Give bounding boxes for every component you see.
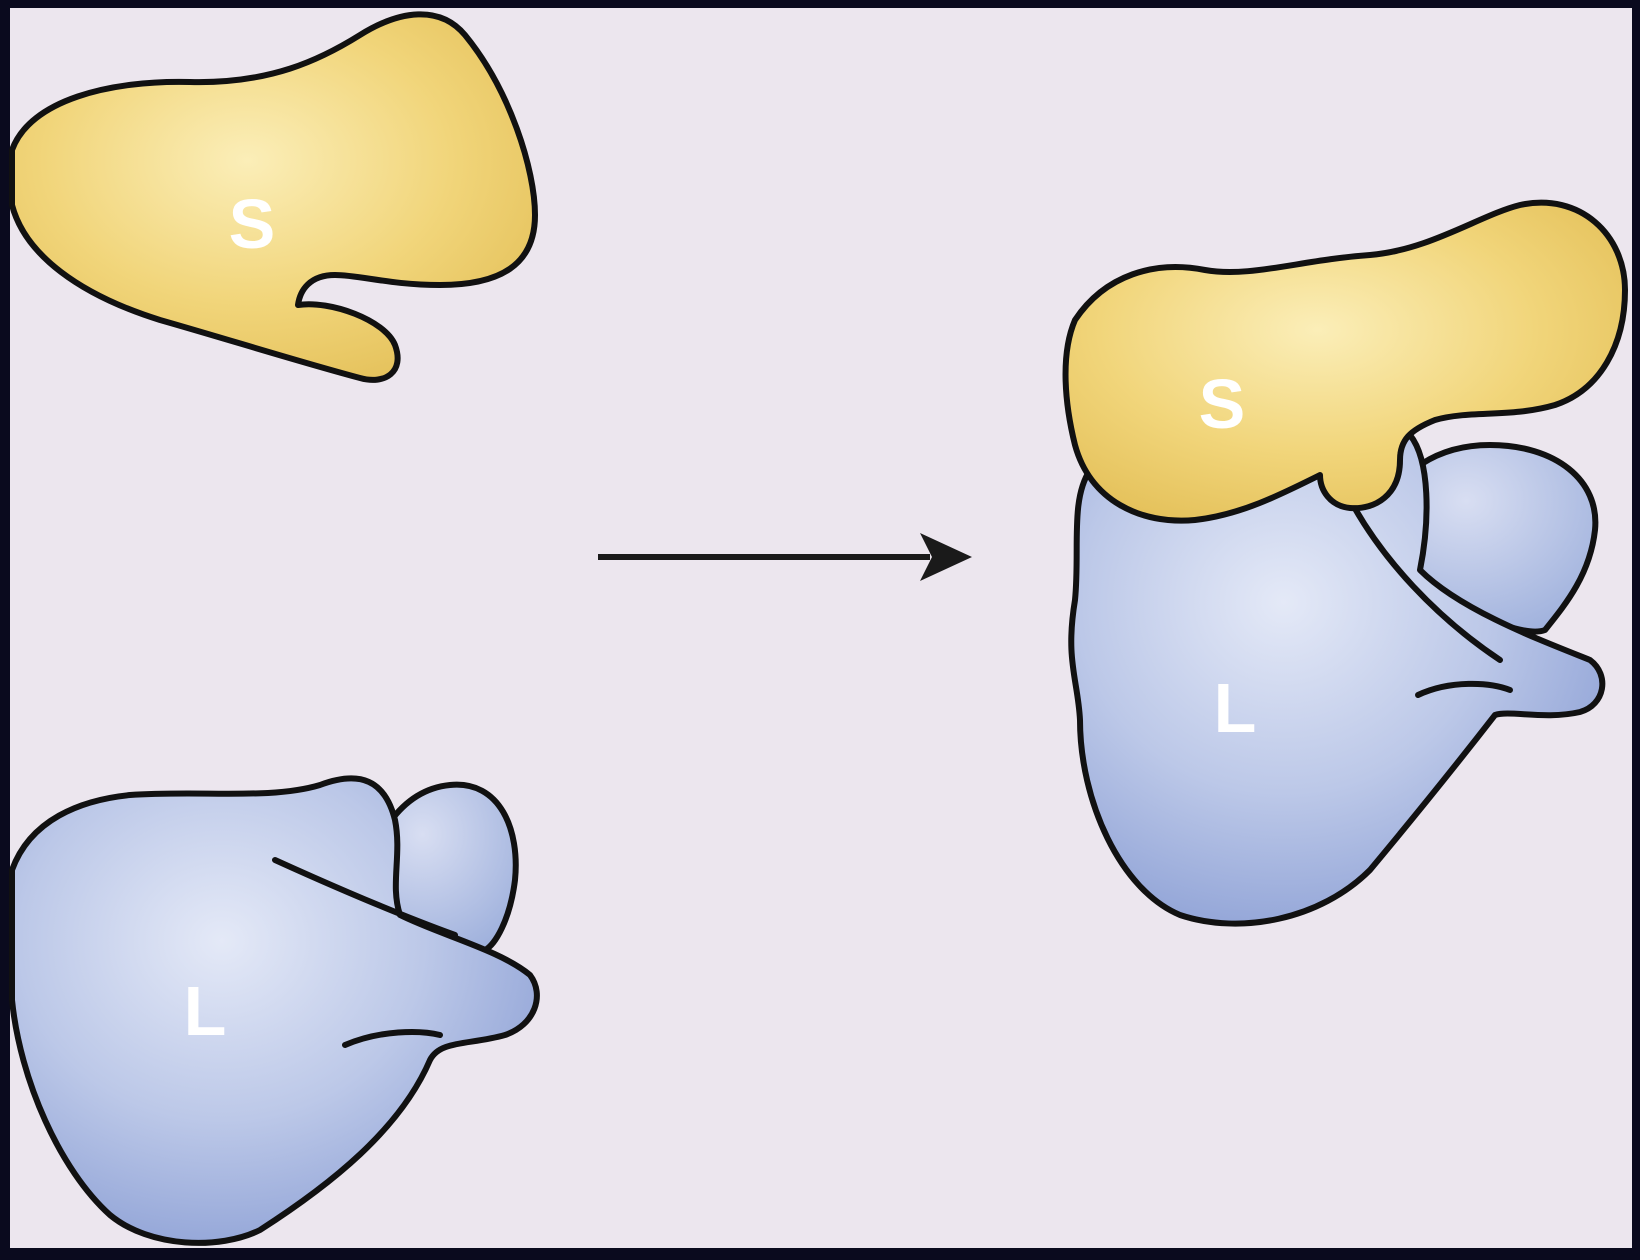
- assembled-large-subunit-label: L: [1214, 669, 1257, 747]
- large-subunit-label: L: [184, 972, 227, 1050]
- assembled-small-subunit-label: S: [1199, 365, 1246, 443]
- small-subunit-label: S: [229, 185, 276, 263]
